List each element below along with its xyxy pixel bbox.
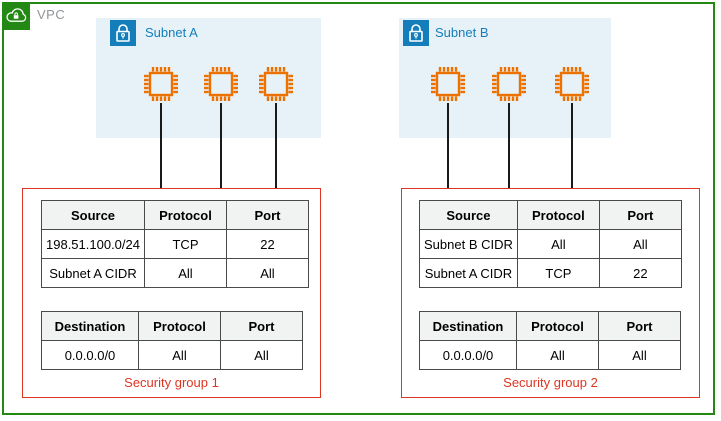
subnet-b-container: Subnet B xyxy=(399,18,611,138)
security-group-1-label: Security group 1 xyxy=(124,375,219,390)
table-row: Subnet B CIDR All All xyxy=(419,229,682,259)
table-cell: TCP xyxy=(143,229,227,259)
table-cell: TCP xyxy=(516,258,600,288)
ec2-instance-icon xyxy=(553,65,591,103)
column-header: Protocol xyxy=(143,200,227,230)
security-group-2-label: Security group 2 xyxy=(503,375,598,390)
sg1-outbound-rules-table: Destination Protocol Port 0.0.0.0/0 All … xyxy=(41,311,303,370)
column-header: Destination xyxy=(419,311,517,341)
column-header: Source xyxy=(419,200,518,230)
connector-line xyxy=(508,103,510,188)
subnet-b-lock-icon xyxy=(403,20,429,46)
sg1-inbound-rules-table: Source Protocol Port 198.51.100.0/24 TCP… xyxy=(41,200,309,288)
subnet-a-container: Subnet A xyxy=(96,18,321,138)
table-cell: All xyxy=(598,340,681,370)
vpc-cloud-lock-icon xyxy=(2,2,30,30)
table-cell: 22 xyxy=(225,229,309,259)
table-cell: 0.0.0.0/0 xyxy=(419,340,517,370)
table-row: Subnet A CIDR All All xyxy=(41,258,309,288)
table-header-row: Source Protocol Port xyxy=(41,200,309,230)
table-row: 198.51.100.0/24 TCP 22 xyxy=(41,229,309,259)
security-group-2-boundary: Source Protocol Port Subnet B CIDR All A… xyxy=(401,188,700,398)
subnet-a-label: Subnet A xyxy=(145,25,198,40)
column-header: Source xyxy=(41,200,145,230)
table-cell: All xyxy=(138,340,221,370)
table-cell: All xyxy=(220,340,303,370)
table-cell: Subnet B CIDR xyxy=(419,229,518,259)
column-header: Port xyxy=(225,200,309,230)
table-cell: All xyxy=(598,229,682,259)
table-cell: 198.51.100.0/24 xyxy=(41,229,145,259)
sg2-inbound-rules-table: Source Protocol Port Subnet B CIDR All A… xyxy=(419,200,682,288)
subnet-b-label: Subnet B xyxy=(435,25,489,40)
sg2-outbound-rules-table: Destination Protocol Port 0.0.0.0/0 All … xyxy=(419,311,681,370)
column-header: Port xyxy=(598,311,681,341)
table-cell: Subnet A CIDR xyxy=(419,258,518,288)
ec2-instance-icon xyxy=(142,65,180,103)
column-header: Protocol xyxy=(516,311,599,341)
connector-line xyxy=(160,103,162,188)
column-header: Protocol xyxy=(516,200,600,230)
ec2-instance-icon xyxy=(490,65,528,103)
column-header: Port xyxy=(220,311,303,341)
table-row: 0.0.0.0/0 All All xyxy=(41,340,303,370)
connector-line xyxy=(571,103,573,188)
table-cell: All xyxy=(516,340,599,370)
subnet-a-lock-icon xyxy=(110,20,136,46)
column-header: Destination xyxy=(41,311,139,341)
table-cell: All xyxy=(225,258,309,288)
connector-line xyxy=(275,103,277,188)
table-cell: Subnet A CIDR xyxy=(41,258,145,288)
ec2-instance-icon xyxy=(429,65,467,103)
table-cell: 0.0.0.0/0 xyxy=(41,340,139,370)
vpc-label: VPC xyxy=(37,7,66,22)
table-header-row: Destination Protocol Port xyxy=(419,311,681,341)
vpc-boundary xyxy=(2,2,715,415)
column-header: Port xyxy=(598,200,682,230)
connector-line xyxy=(220,103,222,188)
table-cell: 22 xyxy=(598,258,682,288)
table-header-row: Destination Protocol Port xyxy=(41,311,303,341)
ec2-instance-icon xyxy=(257,65,295,103)
table-cell: All xyxy=(516,229,600,259)
column-header: Protocol xyxy=(138,311,221,341)
ec2-instance-icon xyxy=(202,65,240,103)
table-row: Subnet A CIDR TCP 22 xyxy=(419,258,682,288)
table-cell: All xyxy=(143,258,227,288)
table-row: 0.0.0.0/0 All All xyxy=(419,340,681,370)
connector-line xyxy=(447,103,449,188)
security-group-1-boundary: Source Protocol Port 198.51.100.0/24 TCP… xyxy=(22,188,321,398)
table-header-row: Source Protocol Port xyxy=(419,200,682,230)
